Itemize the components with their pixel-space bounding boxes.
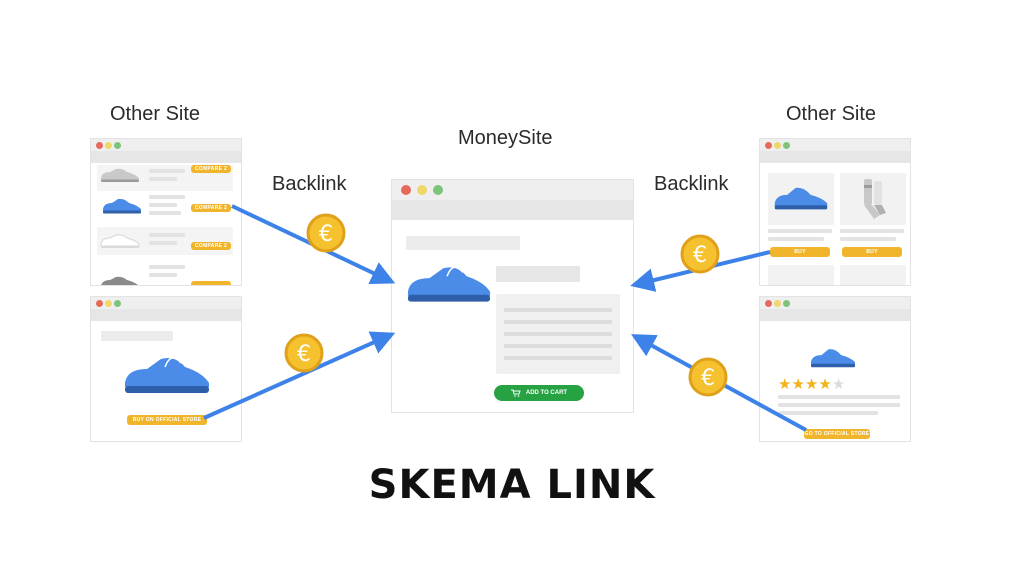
list-line [149, 211, 181, 215]
buy-button[interactable]: BUY [842, 247, 902, 257]
review-line [778, 411, 878, 415]
other-site-window-bottom-left: BUY ON OFFICIAL STORE [90, 296, 242, 442]
window-titlebar [91, 297, 241, 309]
maximize-dot-icon [114, 142, 121, 149]
window-addressbar [760, 151, 910, 163]
buy-official-store-button[interactable]: BUY ON OFFICIAL STORE [127, 415, 207, 425]
review-line [778, 395, 900, 399]
close-dot-icon [96, 300, 103, 307]
product-card [768, 265, 834, 285]
compare-button[interactable]: COMPARE 2 [191, 204, 231, 212]
minimize-dot-icon [774, 142, 781, 149]
title-placeholder [406, 236, 520, 250]
euro-coin-icon: € [306, 213, 346, 253]
label-backlink-right: Backlink [654, 173, 729, 195]
list-line [149, 195, 185, 199]
window-addressbar [760, 309, 910, 321]
euro-coin-icon: € [688, 357, 728, 397]
minimize-dot-icon [417, 185, 427, 195]
label-other-site-right: Other Site [786, 103, 877, 125]
maximize-dot-icon [114, 300, 121, 307]
rating-stars: ★★★★★ [778, 375, 845, 393]
backlink-arrow-top-left [231, 204, 396, 284]
sneaker-gray-icon [101, 168, 139, 182]
product-line [768, 229, 832, 233]
money-site-window: ADD TO CART [391, 179, 634, 413]
sneaker-blue-large-icon [125, 357, 209, 393]
sneaker-blue-icon [103, 198, 141, 214]
add-to-cart-button[interactable]: ADD TO CART [494, 385, 584, 401]
description-line [504, 320, 612, 324]
product-card [840, 265, 906, 285]
go-official-store-button[interactable]: GO TO OFFICIAL STORE [804, 429, 870, 439]
description-line [504, 356, 612, 360]
maximize-dot-icon [783, 300, 790, 307]
compare-button[interactable]: COMPARE 2 [191, 242, 231, 250]
other-site-window-top-right: BUY BUY [759, 138, 911, 286]
list-line [149, 241, 177, 245]
star-filled-icon: ★ [818, 376, 832, 393]
maximize-dot-icon [433, 185, 443, 195]
list-line [149, 203, 177, 207]
add-to-cart-label: ADD TO CART [525, 390, 568, 396]
compare-button-partial[interactable] [191, 281, 231, 285]
window-titlebar [91, 139, 241, 151]
product-line [840, 229, 904, 233]
minimize-dot-icon [774, 300, 781, 307]
minimize-dot-icon [105, 142, 112, 149]
backlink-arrow-top-right [630, 250, 771, 292]
label-backlink-left: Backlink [272, 173, 347, 195]
window-titlebar [760, 297, 910, 309]
product-line [768, 237, 824, 241]
label-other-site-left: Other Site [110, 103, 201, 125]
list-line [149, 177, 177, 181]
maximize-dot-icon [783, 142, 790, 149]
diagram-title: SKEMA LINK [368, 462, 656, 508]
socks-icon [864, 179, 886, 219]
sneaker-blue-icon [774, 187, 828, 210]
price-placeholder [496, 266, 580, 282]
list-line [149, 233, 185, 237]
other-site-window-bottom-right: ★★★★★ GO TO OFFICIAL STORE [759, 296, 911, 442]
title-placeholder [101, 331, 173, 341]
label-money-site: MoneySite [458, 127, 553, 149]
close-dot-icon [96, 142, 103, 149]
list-line [149, 169, 185, 173]
star-filled-icon: ★ [778, 376, 792, 393]
sneaker-dark-icon [101, 276, 138, 285]
other-site-window-top-left: COMPARE 2 COMPARE 2 COMPARE 2 [90, 138, 242, 286]
window-addressbar [91, 151, 241, 163]
product-line [840, 237, 896, 241]
close-dot-icon [401, 185, 411, 195]
svg-text:€: € [701, 366, 715, 391]
description-line [504, 308, 612, 312]
compare-button[interactable]: COMPARE 2 [191, 165, 231, 173]
list-line [149, 265, 185, 269]
svg-text:€: € [319, 222, 333, 247]
svg-text:€: € [297, 342, 311, 367]
svg-text:€: € [693, 243, 707, 268]
list-line [149, 273, 177, 277]
star-filled-icon: ★ [804, 376, 819, 393]
cart-icon [510, 389, 521, 397]
close-dot-icon [765, 300, 772, 307]
buy-button[interactable]: BUY [770, 247, 830, 257]
sneaker-blue-large-icon [407, 266, 491, 302]
description-line [504, 344, 612, 348]
window-addressbar [392, 200, 633, 220]
euro-coin-icon: € [284, 333, 324, 373]
minimize-dot-icon [105, 300, 112, 307]
euro-coin-icon: € [680, 234, 720, 274]
review-line [778, 403, 900, 407]
sneaker-blue-icon [811, 349, 855, 368]
star-empty-icon: ★ [831, 376, 846, 393]
sneaker-white-icon [100, 234, 140, 248]
window-addressbar [91, 309, 241, 321]
description-line [504, 332, 612, 336]
window-titlebar [760, 139, 910, 151]
window-titlebar [392, 180, 633, 200]
close-dot-icon [765, 142, 772, 149]
star-filled-icon: ★ [791, 376, 805, 393]
